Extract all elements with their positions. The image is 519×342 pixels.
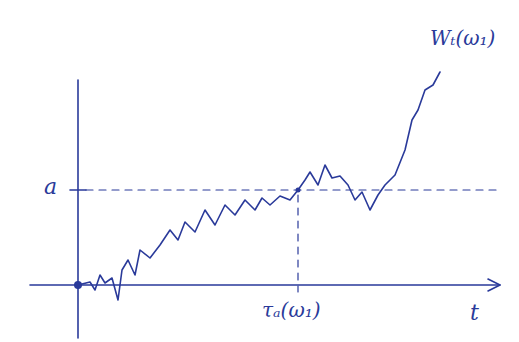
brownian-path bbox=[78, 72, 440, 300]
y-axis bbox=[77, 80, 79, 338]
axis-label: t bbox=[470, 302, 479, 324]
path-label: Wₜ(ω₁) bbox=[430, 28, 495, 48]
hitting-time-line bbox=[297, 195, 298, 292]
origin-dot bbox=[74, 281, 82, 289]
level-label: a bbox=[44, 176, 57, 198]
axis-arrowhead bbox=[488, 279, 500, 291]
t-axis bbox=[30, 284, 500, 286]
hitting-time-label: τₐ(ω₁) bbox=[262, 300, 321, 320]
hitting-point bbox=[296, 188, 301, 193]
level-tick bbox=[70, 189, 86, 191]
level-line bbox=[86, 189, 500, 190]
